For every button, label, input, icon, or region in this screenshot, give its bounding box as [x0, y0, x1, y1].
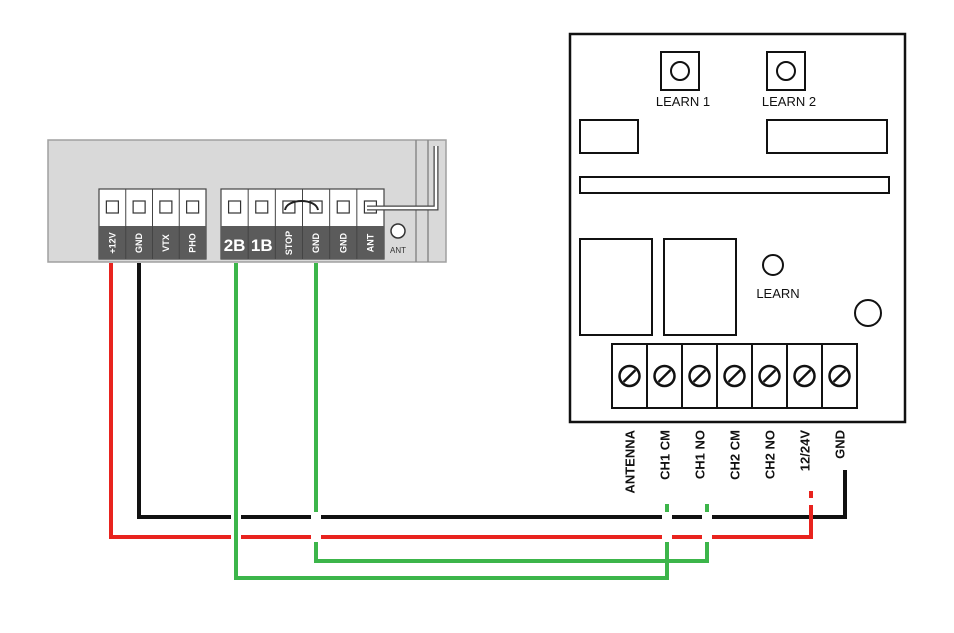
learn2-label: LEARN 2	[762, 94, 816, 109]
receiver-terminal-label-gnd: GND	[833, 430, 848, 459]
ant-label: ANT	[390, 246, 406, 255]
wire-12v-to-receiver-12-24v	[109, 263, 813, 539]
screw-slot	[832, 369, 847, 383]
learn-button-icon	[762, 254, 784, 276]
stop-gnd-jumper	[284, 200, 319, 211]
terminal-label-vtx: VTX	[161, 234, 171, 252]
receiver-terminal-label-12-24v: 12/24V	[798, 430, 813, 472]
screw-slot	[657, 369, 672, 383]
learn-label: LEARN	[756, 286, 799, 301]
screw-slot	[692, 369, 707, 383]
receiver-module: LEARN 1 LEARN 2 LEARN	[568, 32, 907, 424]
learn1-label: LEARN 1	[656, 94, 710, 109]
ant-hole-icon	[390, 223, 406, 239]
terminal-label-1b: 1B	[251, 236, 273, 255]
terminal-screw-icon	[227, 200, 242, 214]
terminal-screw-icon	[105, 200, 119, 214]
learn1-button-icon	[670, 61, 690, 81]
terminal-screw-icon	[132, 200, 146, 214]
terminal-screw-icon	[186, 200, 200, 214]
receiver-terminal-label-ch2-no: CH2 NO	[763, 430, 778, 479]
terminal-screw-icon	[255, 200, 269, 214]
receiver-terminal-label-antenna: ANTENNA	[623, 429, 638, 493]
terminal-label-gnd: GND	[134, 233, 144, 254]
component-wide	[766, 119, 888, 154]
terminal-label-12v: +12V	[107, 232, 117, 253]
terminal-label-2b: 2B	[224, 236, 246, 255]
screw-slot	[622, 369, 637, 383]
terminal-label-stop: STOP	[284, 231, 294, 255]
terminal-block-left: +12V GND VTX PHO	[98, 188, 207, 260]
terminal-screw-icon	[336, 200, 350, 214]
learn2-button-icon	[776, 61, 796, 81]
wire-gnd-to-receiver-gnd	[137, 263, 847, 519]
terminal-label-gnd: GND	[311, 233, 321, 254]
component-strip	[579, 176, 890, 194]
screw-slot	[727, 369, 742, 383]
screw-slot	[797, 369, 812, 383]
controller-board: +12V GND VTX PHO 2B 1B STOP GND GND ANT ANT	[47, 139, 447, 263]
terminal-block-right: 2B 1B STOP GND GND ANT	[220, 188, 385, 260]
terminal-label-gnd: GND	[338, 233, 348, 254]
terminal-label-pho: PHO	[188, 233, 198, 253]
relay-2	[663, 238, 737, 336]
receiver-terminal-label-ch1-no: CH1 NO	[693, 430, 708, 479]
mount-hole-icon	[854, 299, 882, 327]
receiver-terminal-label-ch2-cm: CH2 CM	[728, 430, 743, 480]
wires	[109, 263, 847, 580]
relay-1	[579, 238, 653, 336]
screw-slot	[762, 369, 777, 383]
receiver-terminal-label-ch1-cm: CH1 CM	[658, 430, 673, 480]
terminal-screw-icon	[159, 200, 173, 214]
component-small	[579, 119, 639, 154]
terminal-label-ant: ANT	[365, 233, 375, 252]
antenna-wire-core	[367, 146, 438, 210]
